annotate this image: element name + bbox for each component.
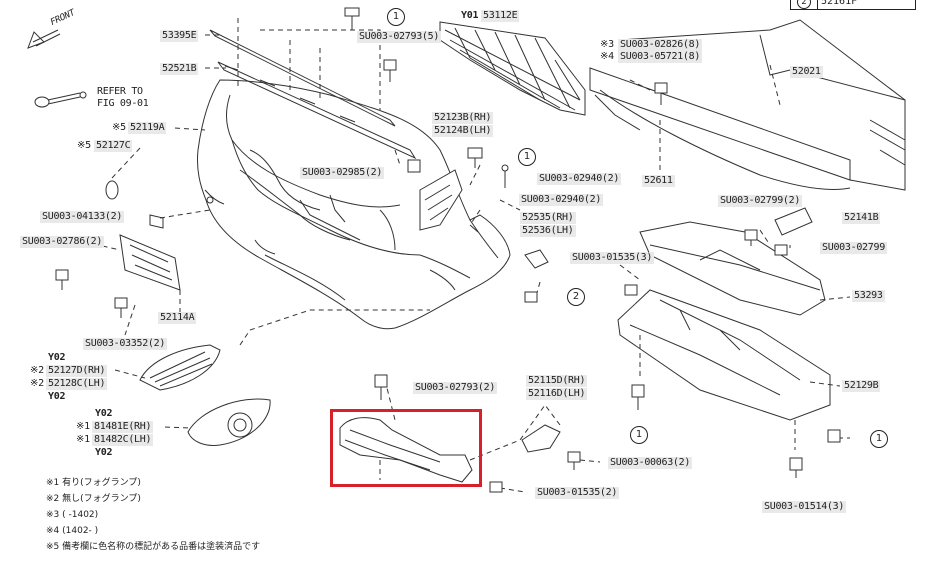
y02-label-a: Y02	[48, 352, 66, 363]
footnote-2: ※2 無し(フォグランプ)	[46, 494, 141, 504]
screw-02799[interactable]: SU003-02799	[820, 242, 887, 254]
part-52129B[interactable]: 52129B	[842, 380, 881, 392]
callout-1-a: 1	[387, 8, 405, 26]
fog-cover-drawing	[139, 344, 221, 391]
fog-cover-small-drawing	[105, 180, 119, 200]
callout-1-b: 1	[518, 148, 536, 166]
highlight-box	[330, 409, 482, 487]
part-52535[interactable]: 52535(RH)	[520, 212, 576, 224]
reinforcement-beam-drawing	[589, 19, 906, 191]
bumper-cover-drawing	[197, 79, 511, 330]
callout-1-c: 1	[630, 426, 648, 444]
footnote-5: ※5 備考欄に色名称の標記がある品番は塗装済品です	[46, 542, 261, 552]
refer-to-line2: FIG 09-01	[97, 98, 149, 109]
marker-3: ※3	[600, 39, 614, 50]
screw-02793-5[interactable]: SU003-02793(5)	[357, 31, 442, 43]
part-52119A[interactable]: 52119A	[128, 122, 167, 134]
marker-5b: ※5	[77, 140, 91, 151]
screw-04133-2[interactable]: SU003-04133(2)	[40, 211, 125, 223]
screw-02940-b[interactable]: SU003-02940(2)	[519, 194, 604, 206]
part-52115D[interactable]: 52115D(RH)	[526, 375, 588, 387]
marker-5a: ※5	[112, 122, 126, 133]
screw-02786-2[interactable]: SU003-02786(2)	[20, 236, 105, 248]
callout-2-a: 2	[567, 288, 585, 306]
marker-4: ※4	[600, 51, 614, 62]
screw-01535-2[interactable]: SU003-01535(2)	[535, 487, 620, 499]
marker-2b: ※2	[30, 378, 44, 389]
corner-part: 52161F	[821, 0, 858, 7]
footnote-1: ※1 有り(フォグランプ)	[46, 478, 141, 488]
part-52123B[interactable]: 52123B(RH)	[432, 112, 494, 124]
part-53395E[interactable]: 53395E	[160, 30, 199, 42]
screw-01535-3[interactable]: SU003-01535(3)	[570, 252, 655, 264]
part-53112E[interactable]: 53112E	[481, 10, 520, 22]
leader-lines	[84, 18, 851, 493]
grille-mesh-drawing	[439, 21, 586, 116]
part-52128C[interactable]: 52128C(LH)	[46, 378, 108, 390]
side-clip-drawing	[521, 424, 561, 453]
corner-legend: 2 52161F	[790, 0, 916, 10]
under-cover-lower-drawing	[617, 289, 831, 421]
marker-2a: ※2	[30, 365, 44, 376]
y02-label-b: Y02	[48, 391, 66, 402]
part-53293[interactable]: 53293	[852, 290, 885, 302]
tow-hook-icon	[34, 91, 87, 108]
footnote-3: ※3 ( -1402)	[46, 510, 99, 520]
screw-03352-2[interactable]: SU003-03352(2)	[83, 338, 168, 350]
screw-00063-2[interactable]: SU003-00063(2)	[608, 457, 693, 469]
part-52114A[interactable]: 52114A	[158, 312, 197, 324]
part-52521B[interactable]: 52521B	[160, 63, 199, 75]
refer-to-line1: REFER TO	[97, 86, 143, 97]
callout-1-d: 1	[870, 430, 888, 448]
corner-index: 2	[797, 0, 811, 9]
screw-02799-2[interactable]: SU003-02799(2)	[718, 195, 803, 207]
left-bracket-drawing	[119, 214, 181, 291]
screw-02985-2[interactable]: SU003-02985(2)	[300, 167, 385, 179]
front-arrow-icon	[27, 29, 61, 49]
screw-02826-8[interactable]: SU003-02826(8)	[618, 39, 703, 51]
part-52611[interactable]: 52611	[642, 175, 675, 187]
screw-02940-a[interactable]: SU003-02940(2)	[537, 173, 622, 185]
footnote-4: ※4 (1402- )	[46, 526, 99, 536]
screw-05721-8[interactable]: SU003-05721(8)	[618, 51, 703, 63]
y02-label-c: Y02	[95, 408, 113, 419]
marker-1b: ※1	[76, 434, 90, 445]
part-81482C[interactable]: 81482C(LH)	[92, 434, 154, 446]
part-52127C[interactable]: 52127C	[94, 140, 133, 152]
clip-drawing	[524, 249, 549, 269]
screw-01514-3[interactable]: SU003-01514(3)	[762, 501, 847, 513]
part-52124B[interactable]: 52124B(LH)	[432, 125, 494, 137]
part-52127D[interactable]: 52127D(RH)	[46, 365, 108, 377]
upper-retainer-drawing	[209, 29, 417, 160]
part-52116D[interactable]: 52116D(LH)	[526, 388, 588, 400]
part-52141B[interactable]: 52141B	[842, 212, 881, 224]
lower-retainer-drawing	[339, 417, 473, 483]
part-52021[interactable]: 52021	[790, 66, 823, 78]
y02-label-d: Y02	[95, 447, 113, 458]
part-81481E[interactable]: 81481E(RH)	[92, 421, 154, 433]
inner-bracket-drawing	[419, 169, 463, 231]
fog-lamp-drawing	[187, 398, 271, 446]
part-53112E-prefix: Y01	[461, 10, 479, 21]
part-52536[interactable]: 52536(LH)	[520, 225, 576, 237]
marker-1a: ※1	[76, 421, 90, 432]
screw-02793-2[interactable]: SU003-02793(2)	[413, 382, 498, 394]
bolt-icons	[55, 7, 841, 493]
small-bracket-drawing	[774, 207, 813, 236]
